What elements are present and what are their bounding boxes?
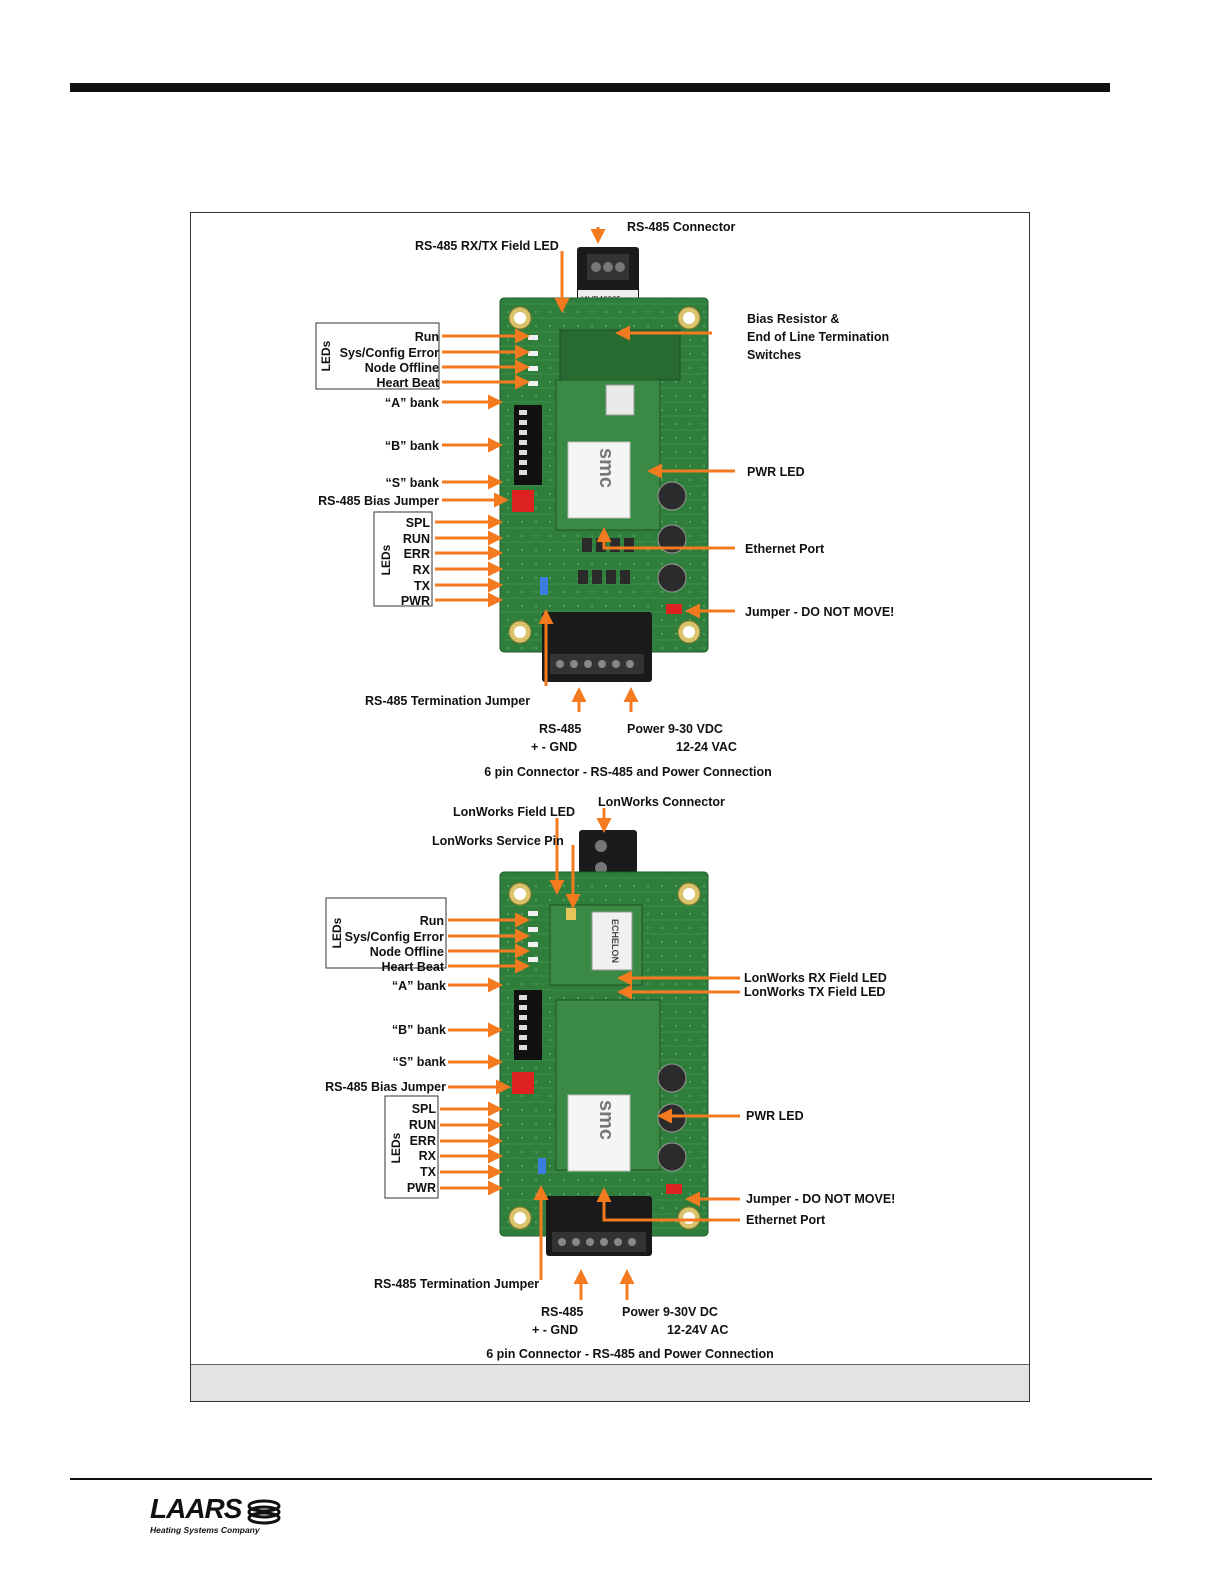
board2-service-pin-part — [566, 908, 576, 920]
board1-spl-label: SPL — [406, 516, 431, 530]
board1-bias-label-2: End of Line Termination — [747, 330, 889, 344]
board1-tx-label: TX — [414, 579, 431, 593]
board1-s-bank-label: “S” bank — [386, 476, 440, 490]
board2-echelon-chip — [591, 911, 633, 971]
board1-b-bank-label: “B” bank — [385, 439, 439, 453]
board2-arrows — [440, 808, 740, 1300]
board2-led-run-label: Run — [420, 914, 444, 928]
board1-term-jumper-label: RS-485 Termination Jumper — [365, 694, 530, 708]
header-rule — [70, 83, 1110, 92]
board2-pwr-label: PWR — [407, 1181, 436, 1195]
board2-rs485-label: RS-485 — [541, 1305, 583, 1319]
board1-leds-title-2: LEDs — [379, 544, 393, 575]
board2-lon-tx-label: LonWorks TX Field LED — [744, 985, 885, 999]
board2-power-label-1: Power 9-30V DC — [622, 1305, 718, 1319]
board2-run-label: RUN — [409, 1118, 436, 1132]
board2-term-jumper-label: RS-485 Termination Jumper — [374, 1277, 539, 1291]
board2-lon-service-label: LonWorks Service Pin — [432, 834, 564, 848]
board1-jumper-label: Jumper - DO NOT MOVE! — [745, 605, 894, 619]
board1-bias-label-1: Bias Resistor & — [747, 312, 839, 326]
board2-leds-title-2: LEDs — [389, 1132, 403, 1163]
board2-bias-jumper-label: RS-485 Bias Jumper — [325, 1080, 446, 1094]
board1-power-label-2: 12-24 VAC — [676, 740, 737, 754]
board2-lon-connector-label: LonWorks Connector — [598, 795, 725, 809]
board1-capacitor — [657, 481, 687, 511]
footer-rule — [70, 1478, 1152, 1480]
board1-leds-box-1 — [315, 322, 440, 390]
board2-b-bank-label: “B” bank — [392, 1023, 446, 1037]
board2-s-bank-label: “S” bank — [393, 1055, 447, 1069]
board1-rx-label: RX — [413, 563, 431, 577]
board2-lon-field-led-label: LonWorks Field LED — [453, 805, 575, 819]
board1-a-bank-label: “A” bank — [385, 396, 439, 410]
board2-leds-box-2 — [384, 1095, 439, 1199]
board1-capacitor — [657, 524, 687, 554]
board1-smc-logo: smc — [595, 448, 617, 488]
board2-pcb: ECHELON smc — [499, 830, 709, 1256]
logo-coil-icon — [247, 1499, 281, 1525]
board1-led-sys-label: Sys/Config Error — [340, 346, 439, 360]
board1-termination-jumper-part — [540, 577, 548, 595]
board2-jumper-label: Jumper - DO NOT MOVE! — [746, 1192, 895, 1206]
board2-a-bank-label: “A” bank — [392, 979, 446, 993]
board2-led-sys-label: Sys/Config Error — [345, 930, 444, 944]
board1-rs485-label: RS-485 — [539, 722, 581, 736]
board2-capacitor — [657, 1142, 687, 1172]
board2-leds-title-1: LEDs — [330, 917, 344, 948]
board2-do-not-move-jumper-part — [666, 1184, 682, 1194]
board2-err-label: ERR — [410, 1134, 436, 1148]
board1-pcb: IAVB40065 smc — [499, 247, 709, 682]
board1-rs485-pins-label: + - GND — [531, 740, 577, 754]
board1-dip-switches — [514, 405, 542, 485]
board1-led-heart-label: Heart Beat — [376, 376, 439, 390]
board2-spl-label: SPL — [412, 1102, 437, 1116]
board1-bias-jumper-label: RS-485 Bias Jumper — [318, 494, 439, 508]
board2-ethernet-label: Ethernet Port — [746, 1213, 826, 1227]
board2-termination-jumper-part — [538, 1158, 546, 1174]
board2-tx-label: TX — [420, 1165, 437, 1179]
board1-do-not-move-jumper-part — [666, 604, 682, 614]
board1-smc-chip — [567, 441, 631, 519]
board2-capacitor — [657, 1063, 687, 1093]
board1-power-label-1: Power 9-30 VDC — [627, 722, 723, 736]
board2-smc-logo: smc — [595, 1100, 617, 1140]
board2-capacitor — [657, 1103, 687, 1133]
board1-leds-box-2 — [373, 511, 433, 607]
board1-bias-jumper-part — [512, 490, 534, 512]
logo-wordmark: LAARS — [150, 1493, 242, 1524]
board2-led-node-label: Node Offline — [370, 945, 444, 959]
figure-caption-bar — [191, 1364, 1029, 1401]
laars-logo: LAARS Heating Systems Company — [150, 1493, 290, 1537]
board1-rs485-connector-label: RS-485 Connector — [627, 220, 735, 234]
board2-rs485-pins-label: + - GND — [532, 1323, 578, 1337]
board1-pwr-label: PWR — [401, 594, 430, 608]
board1-led-run-label: Run — [415, 330, 439, 344]
board1-err-label: ERR — [404, 547, 430, 561]
board2-power-label-2: 12-24V AC — [667, 1323, 728, 1337]
board1-led-node-label: Node Offline — [365, 361, 439, 375]
board2-rx-label: RX — [419, 1149, 437, 1163]
board1-pwr-led-label: PWR LED — [747, 465, 805, 479]
board2-pwr-led-label: PWR LED — [746, 1109, 804, 1123]
board2-connector-caption: 6 pin Connector - RS-485 and Power Conne… — [486, 1347, 774, 1361]
board2-dip-switches — [514, 990, 542, 1060]
board2-bias-jumper-part — [512, 1072, 534, 1094]
board1-connector-caption: 6 pin Connector - RS-485 and Power Conne… — [484, 765, 772, 779]
board1-run-label: RUN — [403, 532, 430, 546]
board1-rs485-rxtx-led-label: RS-485 RX/TX Field LED — [415, 239, 559, 253]
board2-leds-box-1 — [325, 897, 447, 969]
board2-smc-chip — [567, 1094, 631, 1172]
board2-led-heart-label: Heart Beat — [381, 960, 444, 974]
board2-lon-rx-label: LonWorks RX Field LED — [744, 971, 887, 985]
logo-tagline: Heating Systems Company — [150, 1525, 260, 1535]
board1-bias-label-3: Switches — [747, 348, 801, 362]
board2-echelon-logo: ECHELON — [610, 919, 620, 963]
board1-arrows — [435, 227, 735, 712]
board1-capacitor — [657, 563, 687, 593]
board1-leds-title-1: LEDs — [319, 340, 333, 371]
board1-ethernet-label: Ethernet Port — [745, 542, 825, 556]
